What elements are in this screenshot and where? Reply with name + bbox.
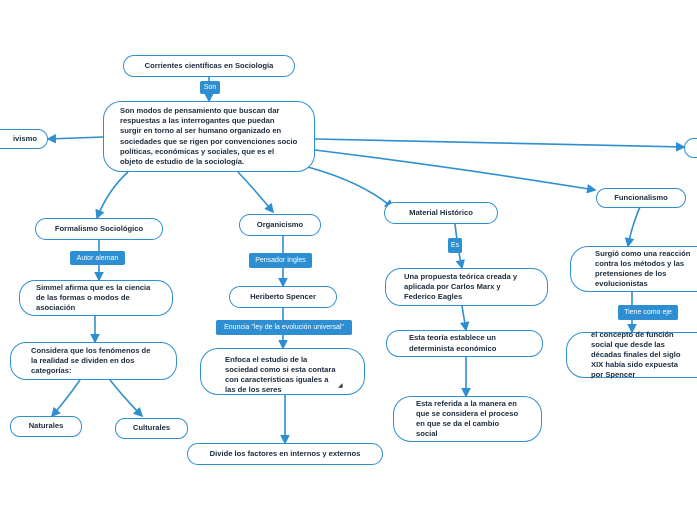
- node-title[interactable]: Corrientes científicas en Sociología: [123, 55, 295, 77]
- edge-fenomenos-culturales: [109, 379, 144, 418]
- node-fenomenos[interactable]: Considera que los fenómenos de la realid…: [10, 342, 177, 380]
- node-simmel[interactable]: Simmel afirma que es la ciencia de las f…: [19, 280, 173, 316]
- node-material-historico[interactable]: Material Histórico: [384, 202, 498, 224]
- edge-main-formalismo: [95, 171, 129, 220]
- node-propuesta[interactable]: Una propuesta teórica creada y aplicada …: [385, 268, 548, 306]
- label-pensador-ingles: Pensador Ingles: [249, 253, 312, 268]
- node-divide[interactable]: Divide los factores en internos y extern…: [187, 443, 383, 465]
- node-main-definition[interactable]: Son modos de pensamiento que buscan dar …: [103, 101, 315, 172]
- node-organicismo[interactable]: Organicismo: [239, 214, 321, 236]
- label-son: Son: [200, 81, 220, 94]
- node-right-offscreen[interactable]: [684, 138, 697, 158]
- node-funcionalismo[interactable]: Funcionalismo: [596, 188, 686, 208]
- edge-main-organicismo: [237, 171, 275, 214]
- node-teoria[interactable]: Esta teoría establece un determinista ec…: [386, 330, 543, 357]
- node-surgio[interactable]: Surgió como una reacción contra los méto…: [570, 246, 697, 292]
- label-tiene-como-eje: Tiene como eje: [618, 305, 678, 320]
- label-autor-aleman: Autor aleman: [70, 251, 125, 265]
- label-enuncia-ley: Enuncia "ley de la evolución universal": [216, 320, 352, 335]
- node-spencer[interactable]: Heriberto Spencer: [229, 286, 337, 308]
- edge-propuesta-teoria: [459, 305, 470, 332]
- node-concepto[interactable]: el concepto de función social que desde …: [566, 330, 697, 379]
- edge-fenomenos-naturales: [50, 379, 81, 418]
- expand-corner-icon[interactable]: ◢: [338, 383, 343, 389]
- node-referida[interactable]: Esta referida a la manera en que se cons…: [393, 396, 542, 442]
- node-positivismo[interactable]: ivismo: [0, 129, 48, 149]
- node-culturales[interactable]: Culturales: [115, 418, 188, 439]
- node-naturales[interactable]: Naturales: [10, 416, 82, 437]
- label-es: Es: [448, 238, 462, 253]
- node-enfoca[interactable]: Enfoca el estudio de la sociedad como si…: [200, 348, 365, 395]
- edge-main-right: [314, 138, 686, 152]
- edge-main-material: [299, 164, 395, 210]
- edge-main-funcionalismo: [314, 149, 597, 194]
- node-formalismo[interactable]: Formalismo Sociológico: [35, 218, 163, 240]
- edge-main-positivismo: [46, 133, 104, 144]
- edge-funcionalismo-surgio: [624, 206, 641, 248]
